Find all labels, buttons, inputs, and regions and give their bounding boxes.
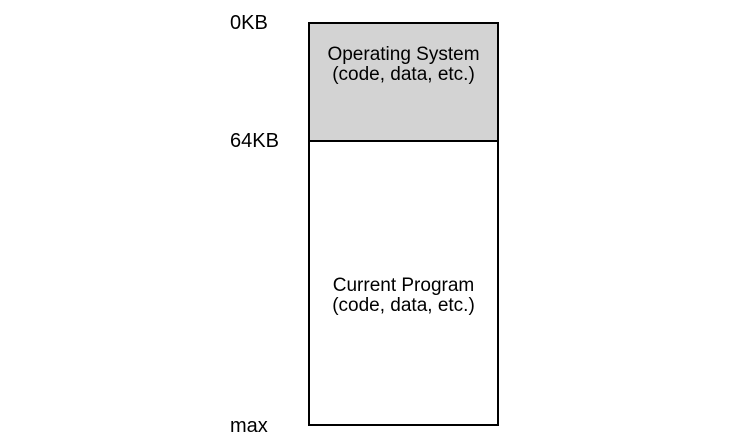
address-label-64kb: 64KB <box>230 130 279 152</box>
segment-operating-system-label: Operating System <box>327 44 480 65</box>
segment-current-program: Current Program (code, data, etc.) <box>310 142 497 424</box>
segment-current-program-label: Current Program <box>332 275 475 296</box>
address-label-max: max <box>230 415 268 437</box>
segment-current-program-sublabel: (code, data, etc.) <box>332 295 475 316</box>
physical-memory-box: Operating System (code, data, etc.) Curr… <box>308 22 499 426</box>
segment-operating-system: Operating System (code, data, etc.) <box>310 24 497 142</box>
address-label-0kb: 0KB <box>230 12 268 34</box>
segment-operating-system-sublabel: (code, data, etc.) <box>332 64 475 85</box>
